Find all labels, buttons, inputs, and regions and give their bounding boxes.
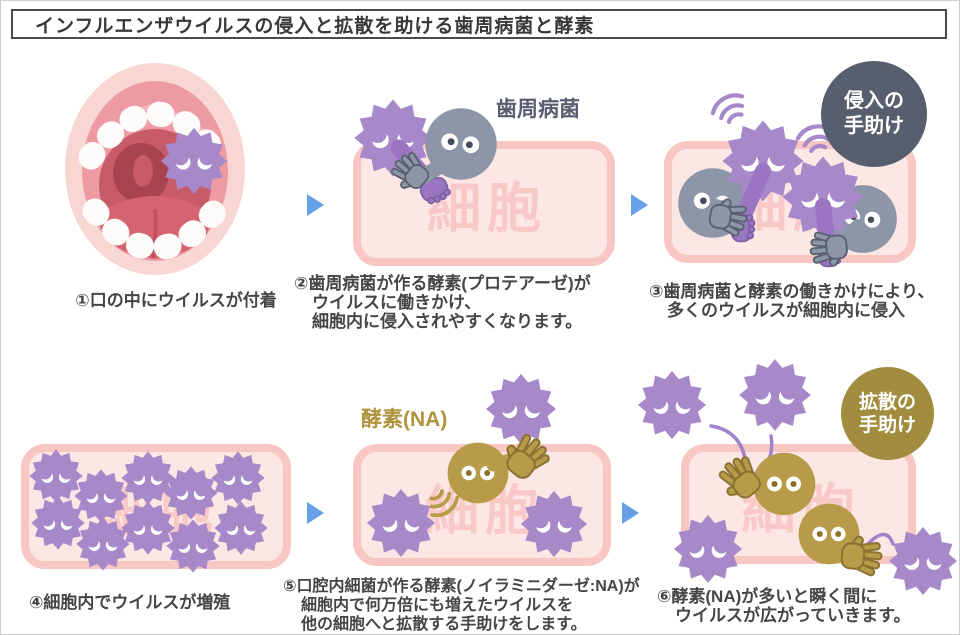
cell-label: 細胞 <box>427 179 547 239</box>
mouth-scene <box>65 63 245 275</box>
enzyme-na-label: 酵素(NA) <box>361 408 448 431</box>
cell-box-step2: 細胞 <box>353 141 615 266</box>
virus-icon <box>739 359 811 431</box>
caption-line: ④細胞内でウイルスが増殖 <box>29 593 231 612</box>
virus-icon <box>486 374 556 444</box>
flow-arrow-icon-1 <box>307 194 324 216</box>
caption-line: ①口の中にウイルスが付着 <box>75 291 277 310</box>
virus-icon <box>637 370 707 440</box>
caption-line: 細胞内で何万倍にも増えたウイルスを <box>301 597 574 614</box>
invasion-help-badge: 侵入の 手助け <box>821 61 927 167</box>
spread-help-badge: 拡散の 手助け <box>841 367 934 460</box>
step4-caption: ④細胞内でウイルスが増殖 <box>29 593 299 612</box>
cell-label: 細胞 <box>425 480 545 541</box>
cell-label: 細胞 <box>99 482 219 542</box>
step3-caption: ③歯周病菌と酵素の働きかけにより、 多くのウイルスが細胞内に侵入 <box>649 282 959 320</box>
step1-caption: ①口の中にウイルスが付着 <box>41 291 311 310</box>
caption-line: 多くのウイルスが細胞内に侵入 <box>667 301 905 320</box>
cell-box-step5: 細胞 <box>353 444 611 566</box>
title-bar: インフルエンザウイルスの侵入と拡散を助ける歯周病菌と酵素 <box>11 9 947 39</box>
step6-caption: ⑥酵素(NA)が多いと瞬く間に ウイルスが広がっていきます。 <box>657 587 959 625</box>
badge-line: 手助け <box>858 414 916 436</box>
badge-line: 手助け <box>844 115 904 137</box>
cell-box-step6: 細胞 <box>681 444 916 564</box>
caption-line: ②歯周病菌が作る酵素(プロテアーゼ)が <box>294 274 591 293</box>
caption-line: ウイルスに働きかけ、 <box>312 293 482 312</box>
open-mouth-icon <box>65 63 245 275</box>
caption-line: ウイルスが広がっていきます。 <box>675 606 911 625</box>
caption-line: 他の細胞へと拡散する手助けをします。 <box>301 616 587 633</box>
virus-icon <box>160 127 228 195</box>
flow-arrow-icon-4 <box>622 502 639 524</box>
caption-line: ⑤口腔内細菌が作る酵素(ノイラミニダーゼ:NA)が <box>283 578 640 595</box>
badge-line: 拡散の <box>858 391 916 413</box>
cell-label: 細胞 <box>741 479 862 540</box>
step2-caption: ②歯周病菌が作る酵素(プロテアーゼ)が ウイルスに働きかけ、 細胞内に侵入されや… <box>294 274 654 331</box>
caption-line: ⑥酵素(NA)が多いと瞬く間に <box>657 587 878 606</box>
vibration-arcs-icon <box>709 90 749 126</box>
page-title: インフルエンザウイルスの侵入と拡散を助ける歯周病菌と酵素 <box>35 15 595 37</box>
flow-arrow-icon-2 <box>631 194 648 216</box>
cell-box-step4: 細胞 <box>21 444 291 569</box>
badge-line: 侵入の <box>844 90 904 112</box>
caption-line: 細胞内に侵入されやすくなります。 <box>312 312 583 331</box>
cell-label: 細胞 <box>733 177 853 238</box>
step5-caption: ⑤口腔内細菌が作る酵素(ノイラミニダーゼ:NA)が 細胞内で何万倍にも増えたウイ… <box>283 577 678 634</box>
caption-line: ③歯周病菌と酵素の働きかけにより、 <box>649 282 935 301</box>
periodontal-bacteria-label: 歯周病菌 <box>496 98 580 121</box>
flow-arrow-icon-3 <box>307 502 324 524</box>
